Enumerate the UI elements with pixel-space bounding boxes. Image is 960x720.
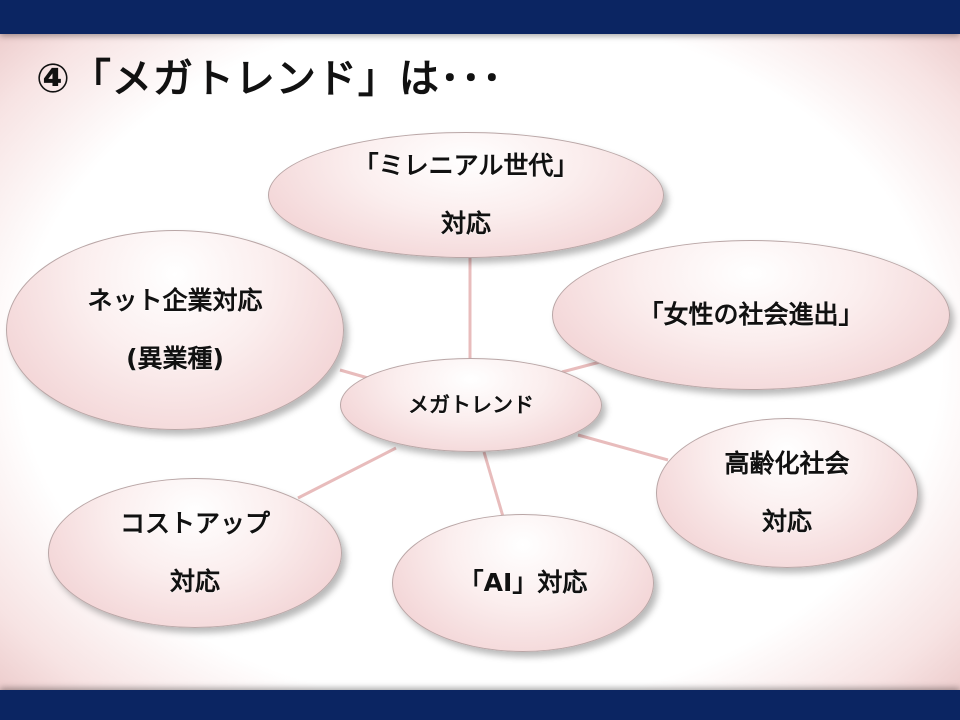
connector-aging bbox=[577, 433, 669, 462]
node-millennial-line1: 「ミレニアル世代」 bbox=[353, 151, 579, 180]
node-women: 「女性の社会進出」 bbox=[552, 240, 950, 390]
node-net-line1: ネット企業対応 bbox=[87, 286, 263, 315]
connector-net bbox=[339, 368, 369, 380]
node-cost-line2: 対応 bbox=[169, 567, 220, 596]
slide-title: ④「メガトレンド」は･･･ bbox=[36, 56, 503, 102]
connector-ai bbox=[482, 451, 506, 521]
node-aging-line1: 高齢化社会 bbox=[724, 449, 850, 478]
node-women-line1: 「女性の社会進出」 bbox=[638, 300, 864, 329]
node-ai-line1: 「AI」対応 bbox=[458, 568, 588, 597]
node-cost: コストアップ 対応 bbox=[48, 478, 342, 628]
node-millennial: 「ミレニアル世代」 対応 bbox=[268, 132, 664, 258]
connector-cost bbox=[297, 446, 397, 500]
bottom-banner bbox=[0, 690, 960, 720]
node-net-companies: ネット企業対応 (異業種) bbox=[6, 230, 344, 430]
node-ai: 「AI」対応 bbox=[392, 514, 654, 652]
top-banner bbox=[0, 0, 960, 34]
connector-women bbox=[561, 360, 601, 374]
node-center-megatrend: メガトレンド bbox=[340, 358, 602, 452]
node-center-label: メガトレンド bbox=[408, 393, 534, 417]
node-aging-line2: 対応 bbox=[761, 507, 812, 536]
node-cost-line1: コストアップ bbox=[119, 509, 270, 538]
node-aging: 高齢化社会 対応 bbox=[656, 418, 918, 568]
node-net-line2: (異業種) bbox=[126, 344, 224, 373]
node-millennial-line2: 対応 bbox=[440, 209, 491, 238]
